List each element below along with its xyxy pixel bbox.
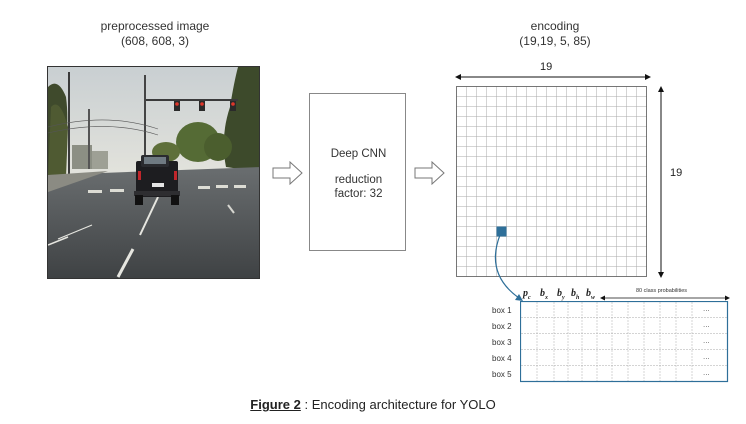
deep-cnn-box: Deep CNN reduction factor: 32 [309,93,406,251]
street-photo [47,66,260,279]
grid-height-label: 19 [670,167,683,179]
header-bh: bh [571,288,580,301]
arrow-right-icon [414,161,445,185]
cnn-reduction-line1: reduction [334,174,383,186]
ellipsis: ... [703,368,710,377]
width-dimension-arrow [455,74,651,80]
ellipsis: ... [703,336,710,345]
header-bx: bx [540,288,548,301]
ellipsis: ... [703,320,710,329]
figure-caption: Figure 2 : Encoding architecture for YOL… [0,397,746,412]
input-shape: (608, 608, 3) [120,34,190,48]
box-label: box 3 [492,338,512,347]
caption-text: Encoding architecture for YOLO [311,397,496,412]
header-pc: pc [523,288,531,301]
box-label: box 4 [492,354,512,363]
input-title: preprocessed image [100,19,210,33]
anchor-box-table [520,301,729,383]
box-label: box 2 [492,322,512,331]
cnn-name: Deep CNN [330,148,387,160]
class-probs-label: 80 class probabilities [636,288,688,294]
output-title: encoding [530,19,580,33]
figure-label: Figure 2 [250,397,301,412]
header-bw: bw [586,288,596,301]
cnn-reduction-line2: factor: 32 [334,188,383,200]
output-shape: (19,19, 5, 85) [519,34,591,48]
ellipsis: ... [703,352,710,361]
arrow-right-icon [272,161,303,185]
grid-width-label: 19 [540,61,553,73]
highlighted-grid-cell [496,226,507,237]
header-by: by [557,288,565,301]
box-label: box 1 [492,306,512,315]
cell-to-vector-arrow [494,234,523,301]
vector-headers: pc bx by bh bw [521,288,611,302]
ellipsis: ... [703,304,710,313]
box-label: box 5 [492,370,512,379]
encoding-grid [456,86,647,277]
height-dimension-arrow [658,86,664,278]
caption-separator: : [300,397,312,412]
class-probs-arrow [600,295,730,301]
